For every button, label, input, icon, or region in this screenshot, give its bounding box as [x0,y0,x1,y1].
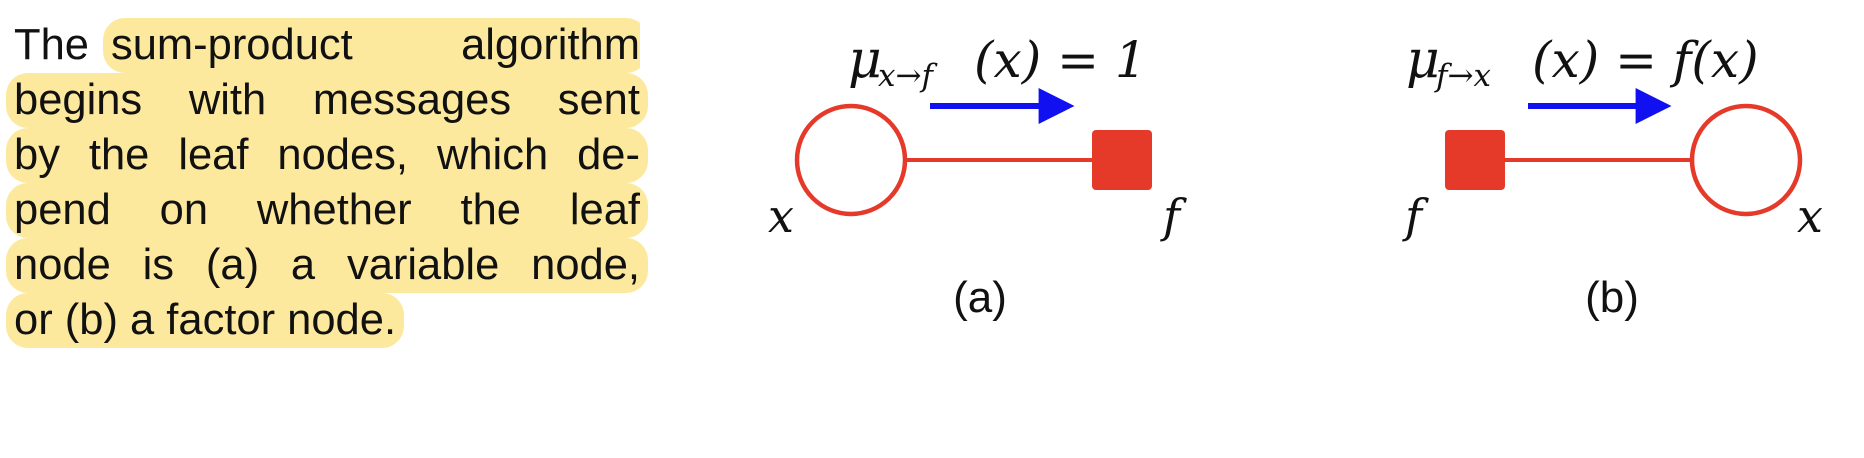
paragraph-word: variable [346,241,500,289]
paragraph-word: the [460,186,521,234]
highlight-span: sum-product algorithm [102,18,640,73]
factor-node-square [1445,130,1505,190]
paragraph-word: which [436,131,549,179]
paragraph-word: sent [557,76,640,124]
message-subscript: f→x [1434,58,1491,94]
message-equation: (x) = 1 [974,31,1147,89]
paragraph-word: node, [531,241,640,289]
paragraph-word: sum-product [110,21,353,69]
paragraph-word: The [14,21,89,69]
message-subscript: x→f [878,58,938,94]
highlighted-paragraph: The sum-product algorithm begins with me… [6,18,648,362]
paragraph-line-1: The sum-product algorithm [14,18,640,73]
paragraph-word: algorithm [461,21,640,69]
paragraph-word: leaf [178,131,249,179]
paragraph-line-5: node is (a) a variable node, [6,238,648,293]
paragraph-word: whether [256,186,412,234]
paragraph-word: the [88,131,150,179]
paragraph-word: de- [577,131,640,179]
panel-b: μ f→x (x) = f(x) f x (b) [1402,30,1823,322]
paragraph-word: with [188,76,267,124]
variable-node-circle [794,103,908,217]
paragraph-line-3: by the leaf nodes, which de- [6,128,648,183]
factor-label: f [1402,189,1429,243]
paragraph-line-4: pend on whether the leaf [6,183,648,238]
factor-node-square [1092,130,1152,190]
message-mu-symbol: μ [1406,30,1440,90]
paragraph-line-2: begins with messages sent [6,73,648,128]
factor-label: f [1160,189,1187,243]
paragraph-word: (a) [205,241,260,289]
panel-caption: (b) [1585,273,1639,322]
paragraph-word: is [142,241,175,289]
variable-node-circle [1689,103,1803,217]
paragraph-word: pend [14,186,111,234]
paragraph-word: on [159,186,209,234]
message-mu-symbol: μ [848,30,882,90]
panel-caption: (a) [953,273,1007,322]
message-equation: (x) = f(x) [1532,31,1759,89]
paragraph-word: by [14,131,60,179]
variable-label: x [1797,189,1823,243]
paragraph-word: nodes, [277,131,408,179]
paragraph-word: leaf [569,186,640,234]
paragraph-word: a [290,241,316,289]
paragraph-word: begins [14,76,143,124]
variable-label: x [768,189,794,243]
paragraph-word: node [14,241,111,289]
paragraph-line-6: or (b) a factor node. [6,293,405,348]
paragraph-word: messages [312,76,512,124]
panel-a: μ x→f (x) = 1 x f (a) [768,30,1187,322]
